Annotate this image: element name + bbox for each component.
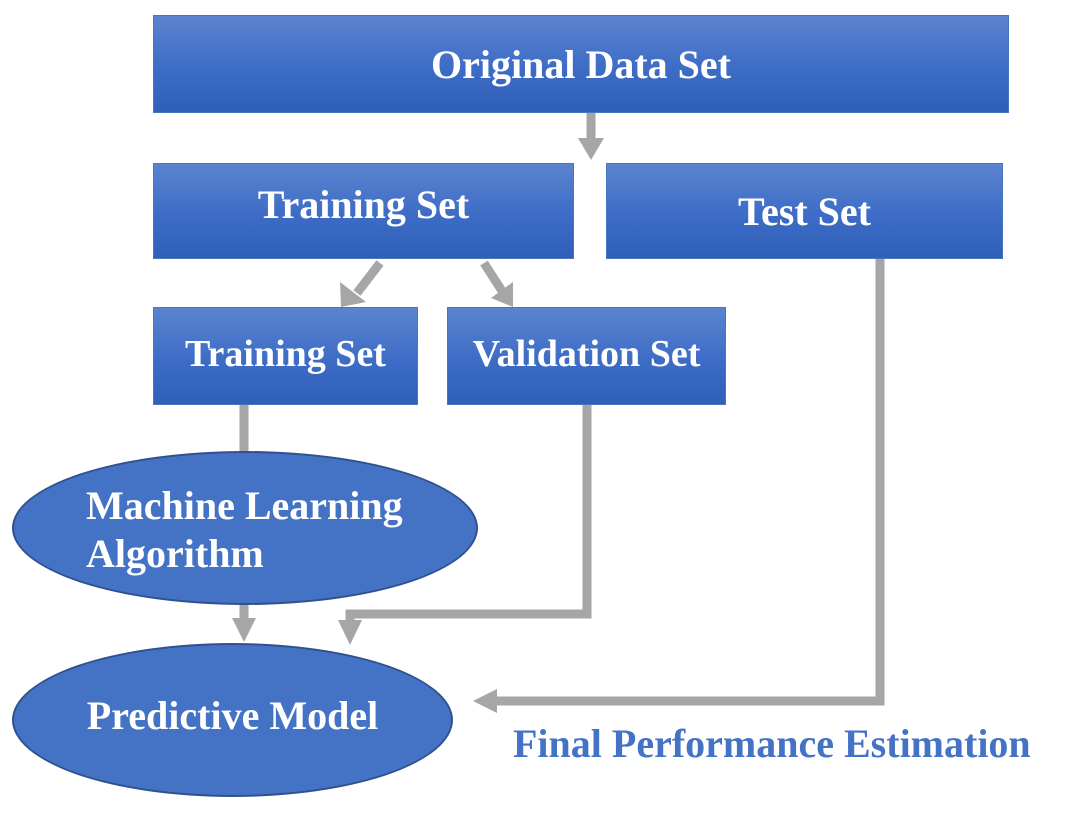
node-machine-learning-algorithm: Machine Learning Algorithm [12,451,478,605]
node-label-line1: Machine Learning [86,483,403,528]
edge-training-to-validation [480,260,506,294]
edge-test-to-predictive [495,259,885,706]
caption-final-performance-estimation: Final Performance Estimation [513,721,1031,766]
node-label: Predictive Model [86,692,379,738]
node-label: Original Data Set [431,41,731,87]
arrowhead-icon [491,282,513,307]
node-training-set: Training Set [153,163,574,259]
node-test-set: Test Set [606,163,1003,259]
arrowhead-icon [578,138,604,160]
node-label: Validation Set [472,333,701,375]
edge-training-to-training-inner [353,260,384,296]
node-training-set-inner: Training Set [153,307,418,405]
node-label: Training Set [257,181,470,227]
node-label: Training Set [185,333,386,375]
node-original-data-set: Original Data Set [153,15,1009,113]
arrowhead-icon [338,620,362,645]
node-label: Test Set [738,188,871,234]
edge-validation-to-predictive [345,405,592,622]
node-validation-set: Validation Set [447,307,726,405]
arrowhead-icon [473,689,497,713]
arrowhead-icon [340,282,366,307]
arrowhead-icon [232,618,256,642]
node-label-line2: Algorithm [86,531,264,576]
node-predictive-model: Predictive Model [12,643,453,797]
